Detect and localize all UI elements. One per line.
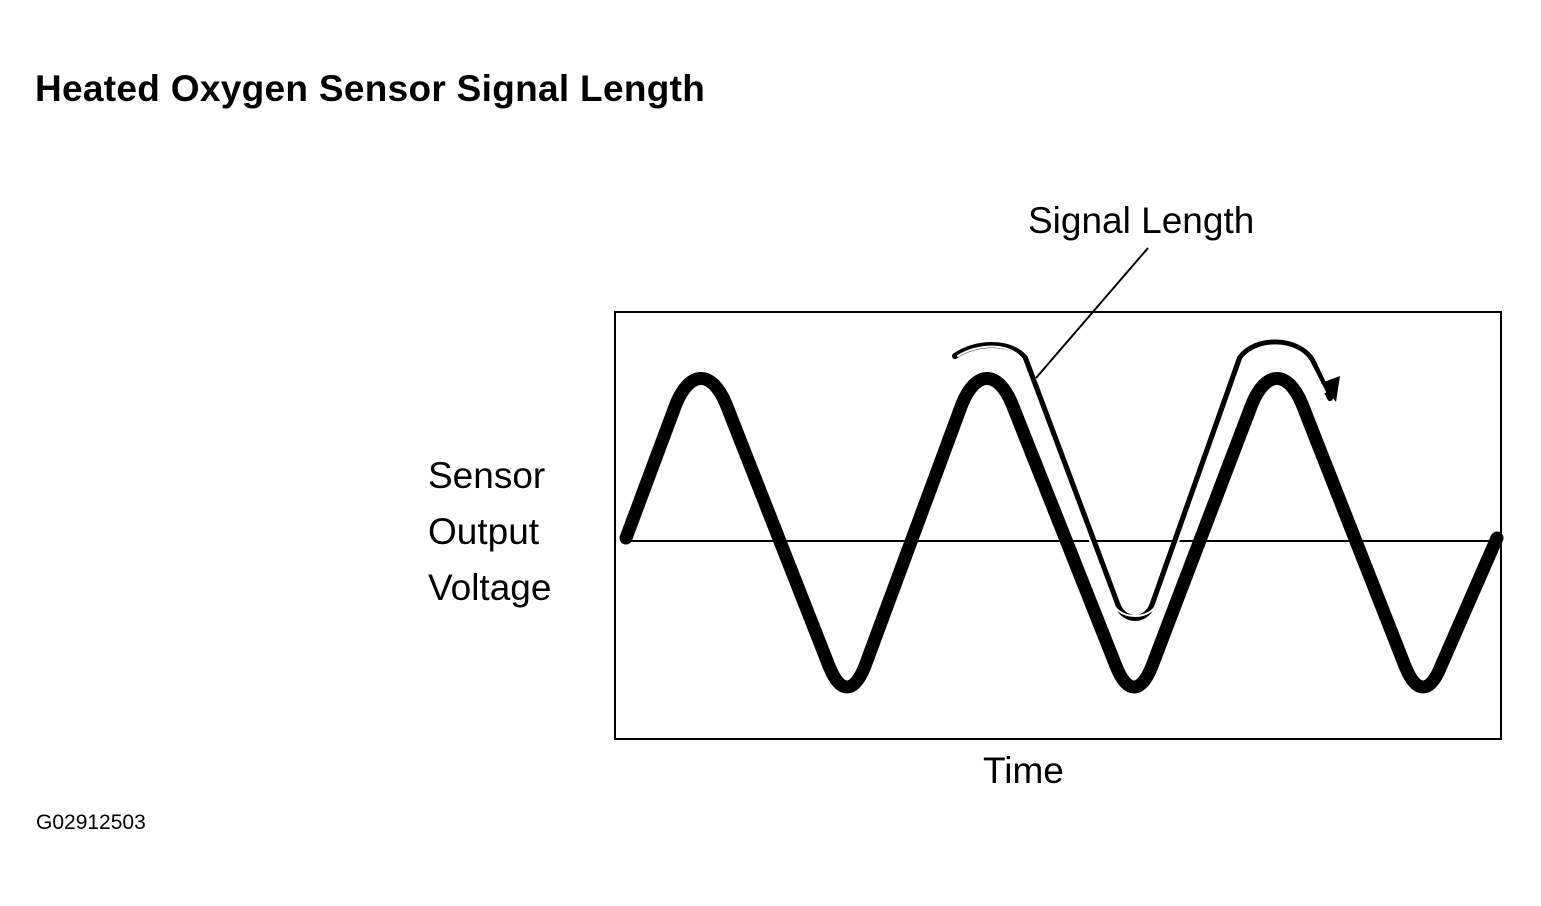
figure-id: G02912503	[36, 811, 146, 834]
y-axis-label-line-3: Voltage	[428, 567, 552, 608]
x-axis-label: Time	[983, 750, 1064, 791]
y-axis-label-line-2: Output	[428, 511, 540, 552]
signal-length-leader-line	[1035, 247, 1149, 379]
y-axis-label: Sensor Output Voltage	[428, 448, 551, 616]
diagram-title: Heated Oxygen Sensor Signal Length	[35, 68, 706, 109]
y-axis-label-line-1: Sensor	[428, 455, 546, 496]
sensor-waveform	[619, 372, 1504, 694]
trace-arrowhead	[1321, 376, 1340, 402]
signal-length-trace	[952, 339, 1333, 621]
signal-length-trace-inner	[957, 344, 1326, 617]
signal-length-label: Signal Length	[1028, 200, 1255, 241]
plot-frame	[614, 311, 1502, 740]
